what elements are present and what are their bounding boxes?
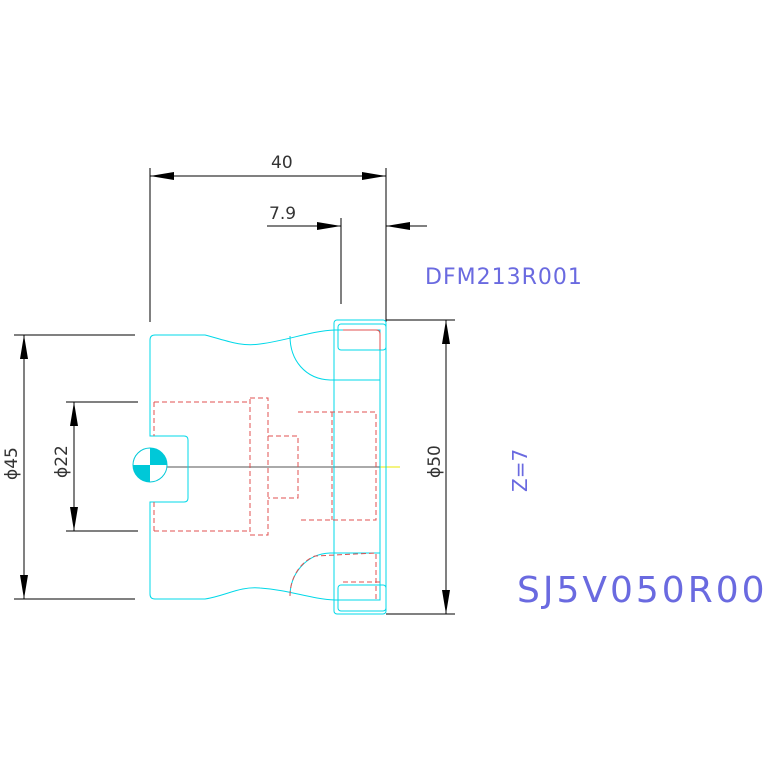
origin-quadrant-1: [150, 448, 167, 465]
tooth-pocket-bottom: [337, 584, 387, 612]
origin-symbol: [132, 447, 168, 483]
fillet-top: [289, 335, 380, 381]
arrow-40-right: [362, 172, 386, 180]
fillet-bottom: [289, 552, 380, 597]
step-1: [268, 435, 299, 499]
arrow-40-left: [150, 172, 174, 180]
arrow-45-top: [20, 335, 28, 359]
arrowheads: [20, 172, 450, 614]
body-outline: [149, 329, 381, 601]
dim-7-9-text: 7.9: [269, 204, 296, 224]
teeth-label: Z=7: [508, 449, 532, 492]
arrow-50-top: [442, 320, 450, 344]
drawing-code-label: SJ5V050R00: [517, 570, 767, 611]
arrow-22-top: [70, 402, 78, 426]
dimension-lines: [14, 168, 455, 615]
groove: [249, 397, 269, 536]
dim-50-text: ϕ50: [425, 445, 445, 478]
hidden-top-tooth: [343, 329, 381, 350]
flange-outer: [333, 319, 387, 615]
part-code-label: DFM213R001: [425, 265, 583, 290]
arrow-7-9-left: [317, 222, 341, 230]
arrow-45-bottom: [20, 575, 28, 599]
hidden-lines: [153, 329, 381, 600]
step-2: [298, 411, 377, 521]
arrow-22-bottom: [70, 507, 78, 531]
dim-22-text: ϕ22: [52, 445, 72, 478]
hidden-fillet-bottom: [289, 552, 377, 600]
dim-40-text: 40: [271, 153, 293, 173]
tooth-pocket-top: [337, 323, 387, 351]
arrow-50-bottom: [442, 590, 450, 614]
origin-quadrant-3: [133, 465, 150, 482]
dim-45-text: ϕ45: [2, 447, 22, 480]
arrow-7-9-right: [386, 222, 410, 230]
